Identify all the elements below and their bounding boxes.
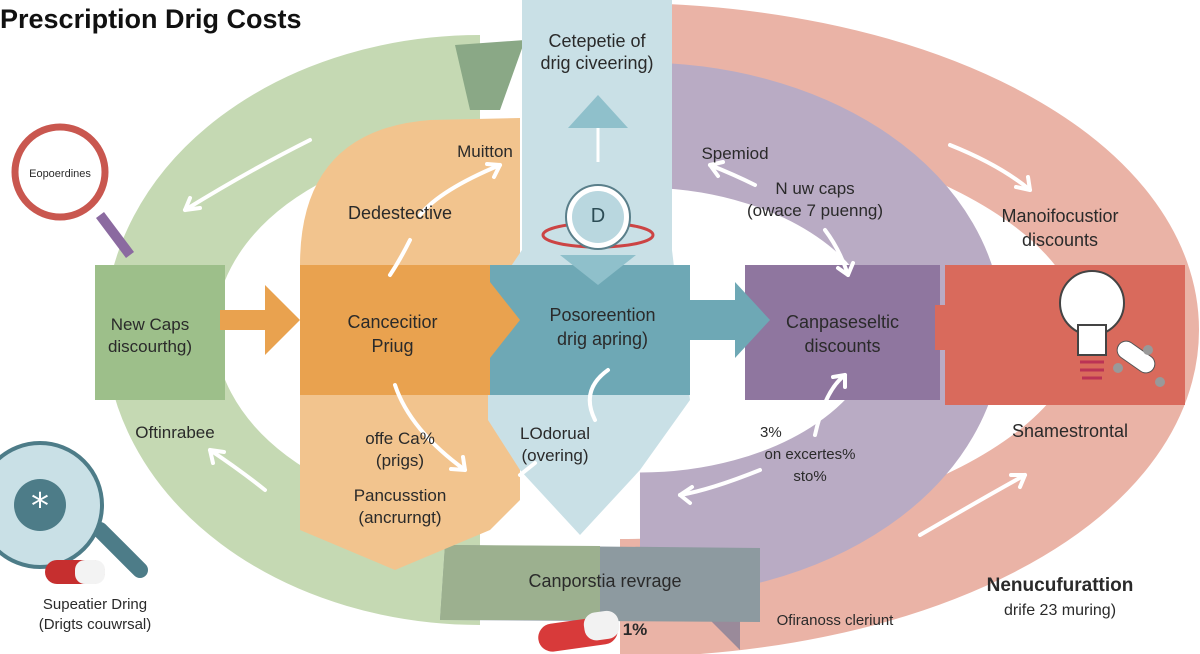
label-pancusstion: Pancusstion (ancrurngt) xyxy=(325,485,475,529)
label-manufacturer-2: discounts xyxy=(1021,230,1099,250)
label-snamestrontal: Snamestrontal xyxy=(1011,421,1129,441)
label-posoreention: Posoreention drig apring) xyxy=(520,303,685,351)
top-column-label: Cetepetie of drig civeering) xyxy=(522,30,672,74)
label-percent-2: on excertes% xyxy=(764,446,856,463)
label-dedestective: Dedestective xyxy=(347,203,453,223)
label-percent-1: 3% xyxy=(760,424,782,441)
label-new-caps-top-2: (owace 7 puenng) xyxy=(746,201,884,220)
label-spemiod: Spemiod xyxy=(701,144,769,163)
label-cancecitior-2: Priug xyxy=(371,336,414,356)
label-nenucufuration-1: Nenucufurattion xyxy=(986,575,1134,596)
label-new-caps-left-1: New Caps xyxy=(110,315,190,334)
pill-icon xyxy=(538,610,620,652)
label-offe: offe Ca% (prigs) xyxy=(340,428,460,472)
curved-arrows xyxy=(183,138,1032,537)
label-posoreention-2: drig apring) xyxy=(556,329,649,349)
arrow-right-teal xyxy=(690,282,770,358)
label-pancusstion-1: Pancusstion xyxy=(353,486,447,505)
teal-band xyxy=(490,265,690,395)
label-canporstia: Canporstia revrage xyxy=(528,571,682,591)
label-new-caps-top: N uw caps (owace 7 puenng) xyxy=(725,178,905,222)
label-lodorual: LOdorual (overing) xyxy=(505,423,605,467)
label-muitton: Muitton xyxy=(457,142,513,161)
label-canpaseseltic-1: Canpaseseltic xyxy=(785,312,900,332)
label-cancecitior: Cancecitior Priug xyxy=(310,310,475,358)
page-title: Prescription Drig Costs xyxy=(0,4,302,34)
label-lodorual-1: LOdorual xyxy=(520,424,590,443)
up-arrow-icon xyxy=(568,95,628,128)
label-offe-2: (prigs) xyxy=(375,451,425,470)
label-cancecitior-1: Cancecitior xyxy=(347,312,438,332)
label-posoreention-1: Posoreention xyxy=(549,305,656,325)
arrow-right-red xyxy=(935,285,1010,370)
d-badge-icon xyxy=(541,184,655,250)
d-badge-letter: D xyxy=(590,205,606,227)
down-triangle-icon xyxy=(560,255,636,285)
label-oftinrabee: Oftinrabee xyxy=(135,423,215,442)
label-superatier: Supeatier Dring (Drigts couwrsal) xyxy=(20,595,170,635)
arrow-right-orange-2 xyxy=(470,282,520,358)
green-band xyxy=(95,265,225,400)
label-manufacturer-1: Manoifocustior xyxy=(1001,206,1119,226)
label-canpaseseltic-2: discounts xyxy=(804,336,881,356)
label-new-caps-left: New Caps discourthg) xyxy=(85,314,215,358)
label-percent-3: sto% xyxy=(793,468,827,485)
top-column-line2: drig civeering) xyxy=(540,53,654,73)
orange-band xyxy=(300,265,490,395)
label-nenucufuration: Nenucufurattion drife 23 muring) xyxy=(965,573,1155,623)
top-column-line1: Cetepetie of xyxy=(548,31,646,51)
bottom-band-green xyxy=(440,545,600,620)
magnifier-red-icon xyxy=(11,123,134,258)
arrow-right-orange-1 xyxy=(220,285,300,355)
magnifier-label: Eopoerdines xyxy=(29,168,91,180)
label-lodorual-2: (overing) xyxy=(521,446,589,465)
label-new-caps-top-1: N uw caps xyxy=(775,179,855,198)
label-canpaseseltic: Canpaseseltic discounts xyxy=(760,310,925,358)
label-nenucufuration-2: drife 23 muring) xyxy=(1003,602,1117,619)
magnifier-blue-icon: * xyxy=(0,441,148,584)
label-manufacturer-discounts: Manoifocustior discounts xyxy=(970,204,1150,252)
lightbulb-pill-icon xyxy=(1059,270,1165,387)
label-superatier-1: Supeatier Dring xyxy=(42,596,148,613)
svg-text:*: * xyxy=(31,486,49,527)
label-new-caps-left-2: discourthg) xyxy=(107,337,193,356)
label-percent: 3% on excertes% sto% xyxy=(745,422,875,488)
label-pancusstion-2: (ancrurngt) xyxy=(358,508,442,527)
pill-percent: 1% xyxy=(622,620,648,639)
label-offe-1: offe Ca% xyxy=(365,429,435,448)
label-ofiranoss: Ofiranoss cleriunt xyxy=(776,612,894,629)
label-superatier-2: (Drigts couwrsal) xyxy=(38,616,152,633)
green-arc-arrowhead xyxy=(455,40,525,110)
